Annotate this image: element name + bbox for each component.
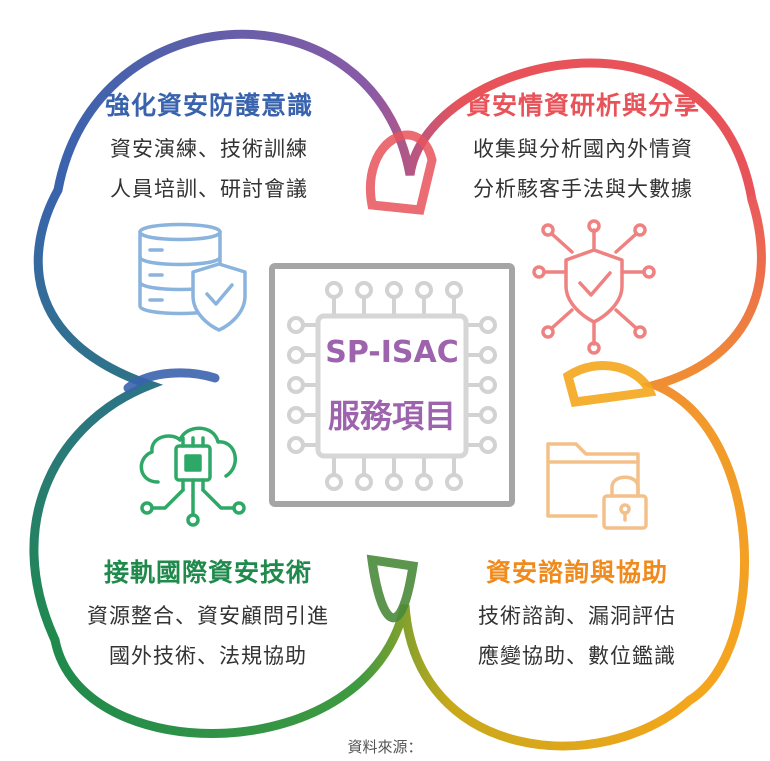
quadrant-line-awareness-2: 人員培訓、研討會議 [110, 177, 308, 201]
loop-ring [29, 29, 766, 751]
ring-segment-right [641, 195, 766, 705]
chip-frame [269, 263, 515, 507]
ring-segment-top [53, 29, 757, 205]
folder-lock-icon [546, 442, 648, 530]
quadrant-line-international-2: 國外技術、法規協助 [109, 644, 307, 668]
center-title-line1: SP-ISAC [325, 335, 459, 370]
quadrant-line-consulting-1: 技術諮詢、漏洞評估 [478, 604, 676, 628]
loop-top [365, 130, 437, 215]
loop-left [123, 368, 220, 393]
loop-right [562, 360, 657, 407]
shield-network-icon [532, 219, 656, 355]
quadrant-line-intelligence-1: 收集與分析國內外情資 [473, 137, 693, 161]
quadrant-title-consulting: 資安諮詢與協助 [485, 558, 668, 587]
quadrant-title-awareness: 強化資安防護意識 [104, 91, 313, 120]
quadrant-line-awareness-1: 資安演練、技術訓練 [110, 137, 308, 161]
center-title-line2: 服務項目 [328, 397, 456, 435]
quadrant-title-intelligence: 資安情資研析與分享 [465, 91, 700, 120]
quadrant-line-consulting-2: 應變協助、數位鑑識 [478, 644, 676, 668]
center-chip [269, 263, 515, 507]
loop-bottom [366, 554, 419, 623]
quadrant-title-international: 接軌國際資安技術 [103, 558, 312, 587]
source-label: 資料來源： [347, 738, 423, 756]
database-shield-icon [138, 222, 247, 332]
chip-pins [287, 281, 497, 491]
cloud-chip-icon [139, 426, 246, 527]
ring-segment-left [29, 185, 164, 645]
quadrant-line-international-1: 資源整合、資安顧問引進 [87, 604, 329, 628]
quadrant-line-intelligence-2: 分析駭客手法與大數據 [473, 177, 693, 201]
